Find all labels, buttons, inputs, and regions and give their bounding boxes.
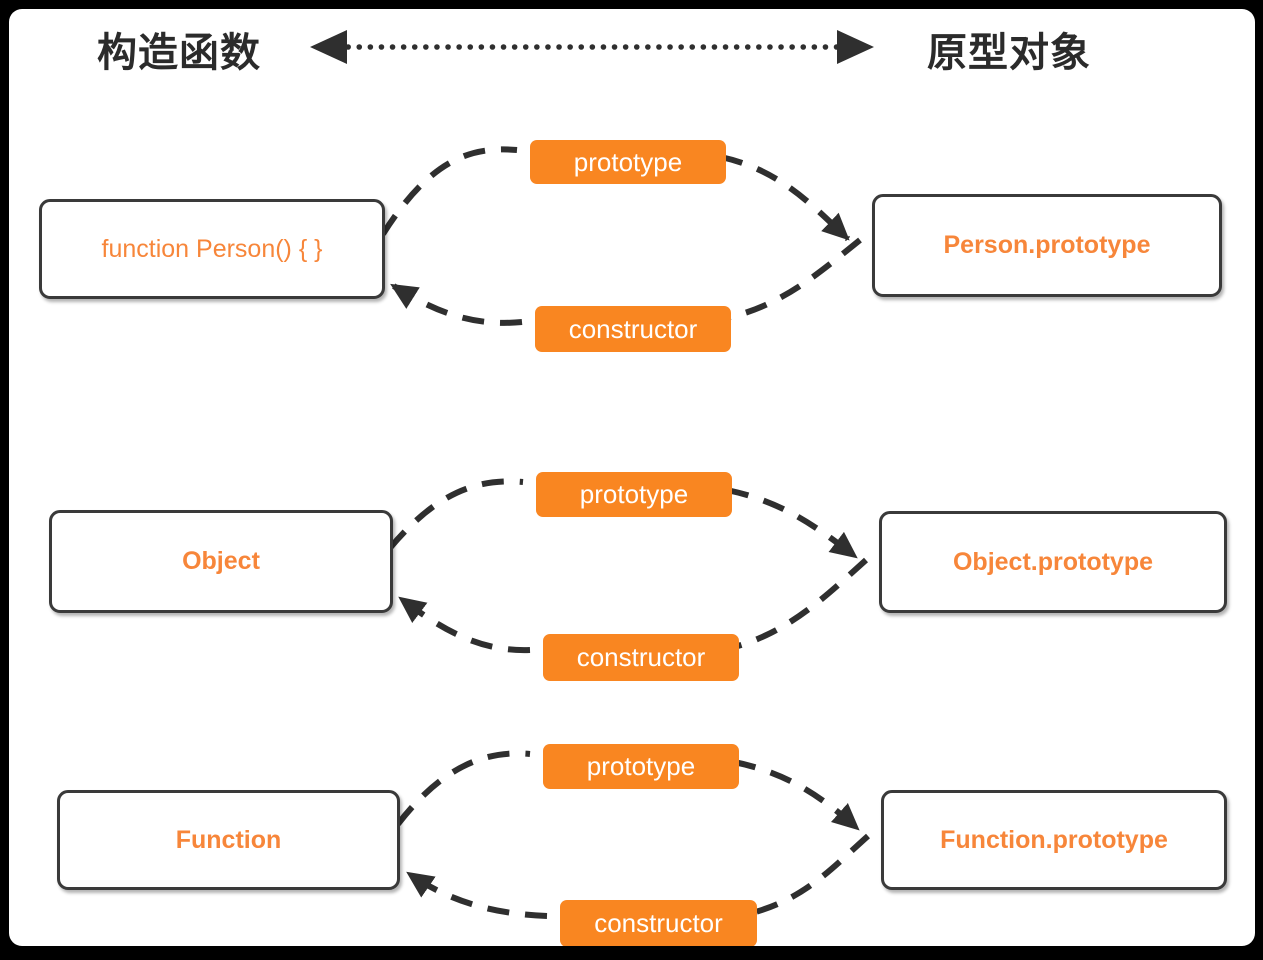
- edge-label-person-constructor: constructor: [535, 306, 731, 352]
- node-person-prototype: Person.prototype: [872, 194, 1222, 297]
- edge-label-function-prototype: prototype: [543, 744, 739, 789]
- node-function-person: function Person() { }: [39, 199, 385, 299]
- node-object-prototype: Object.prototype: [879, 511, 1227, 613]
- edge-label-object-prototype: prototype: [536, 472, 732, 517]
- header-title-prototype-object: 原型对象: [927, 31, 1091, 75]
- edge-label-person-prototype: prototype: [530, 140, 726, 184]
- header-title-constructor-function: 构造函数: [97, 31, 261, 75]
- node-object: Object: [49, 510, 393, 613]
- diagram-card: 构造函数 原型对象 function Person() { } Person.p…: [9, 9, 1255, 946]
- node-function: Function: [57, 790, 400, 890]
- edge-label-object-constructor: constructor: [543, 634, 739, 681]
- node-function-prototype: Function.prototype: [881, 790, 1227, 890]
- edge-label-function-constructor: constructor: [560, 900, 757, 946]
